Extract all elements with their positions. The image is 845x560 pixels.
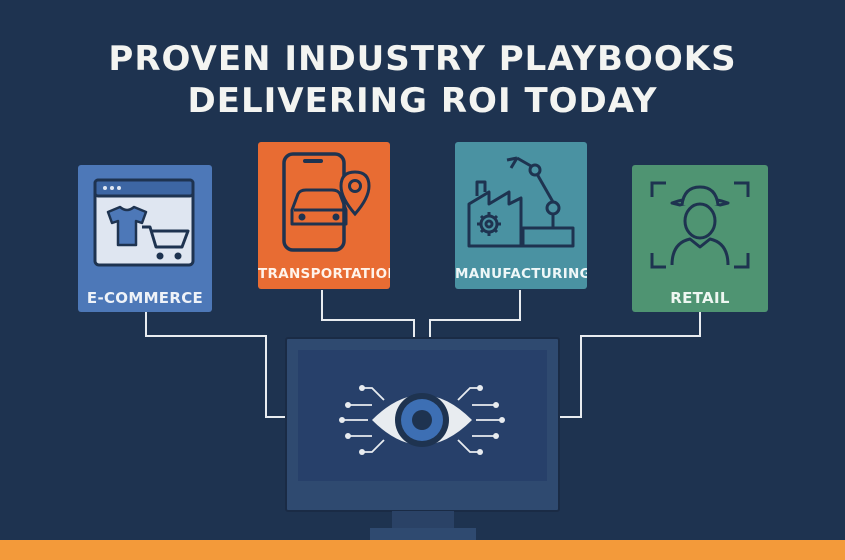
connector-lines	[145, 290, 701, 418]
card-label-ecommerce: E-COMMERCE	[86, 289, 204, 307]
card-transportation: TRANSPORTATION	[258, 142, 390, 289]
circuit-nodes	[339, 385, 505, 455]
connector-transport	[321, 290, 415, 340]
face-scan-icon	[650, 181, 750, 269]
card-ecommerce: E-COMMERCE	[78, 165, 212, 312]
card-manufacturing: MANUFACTURING	[455, 142, 587, 289]
robot-arm-factory-icon	[467, 156, 575, 248]
connector-retail	[559, 312, 701, 418]
card-label-manufacturing: MANUFACTURING	[455, 266, 587, 282]
monitor-base	[370, 528, 476, 540]
card-retail: RETAIL	[632, 165, 768, 312]
title-line-2: DELIVERING ROI TODAY	[187, 81, 658, 121]
connector-manufacturing	[429, 290, 521, 340]
eye-icon	[339, 385, 505, 455]
card-label-retail: RETAIL	[670, 289, 730, 307]
monitor-neck	[392, 511, 454, 531]
page-title: PROVEN INDUSTRY PLAYBOOKS DELIVERING ROI…	[0, 38, 845, 122]
connector-ecommerce	[145, 312, 286, 418]
title-line-1: PROVEN INDUSTRY PLAYBOOKS	[108, 39, 737, 79]
bottom-accent-bar	[0, 540, 845, 560]
circuit-lines	[344, 387, 500, 453]
shopping-cart-icon	[93, 178, 195, 267]
card-label-transportation: TRANSPORTATION	[258, 266, 390, 282]
map-pin-car-icon	[282, 152, 371, 252]
